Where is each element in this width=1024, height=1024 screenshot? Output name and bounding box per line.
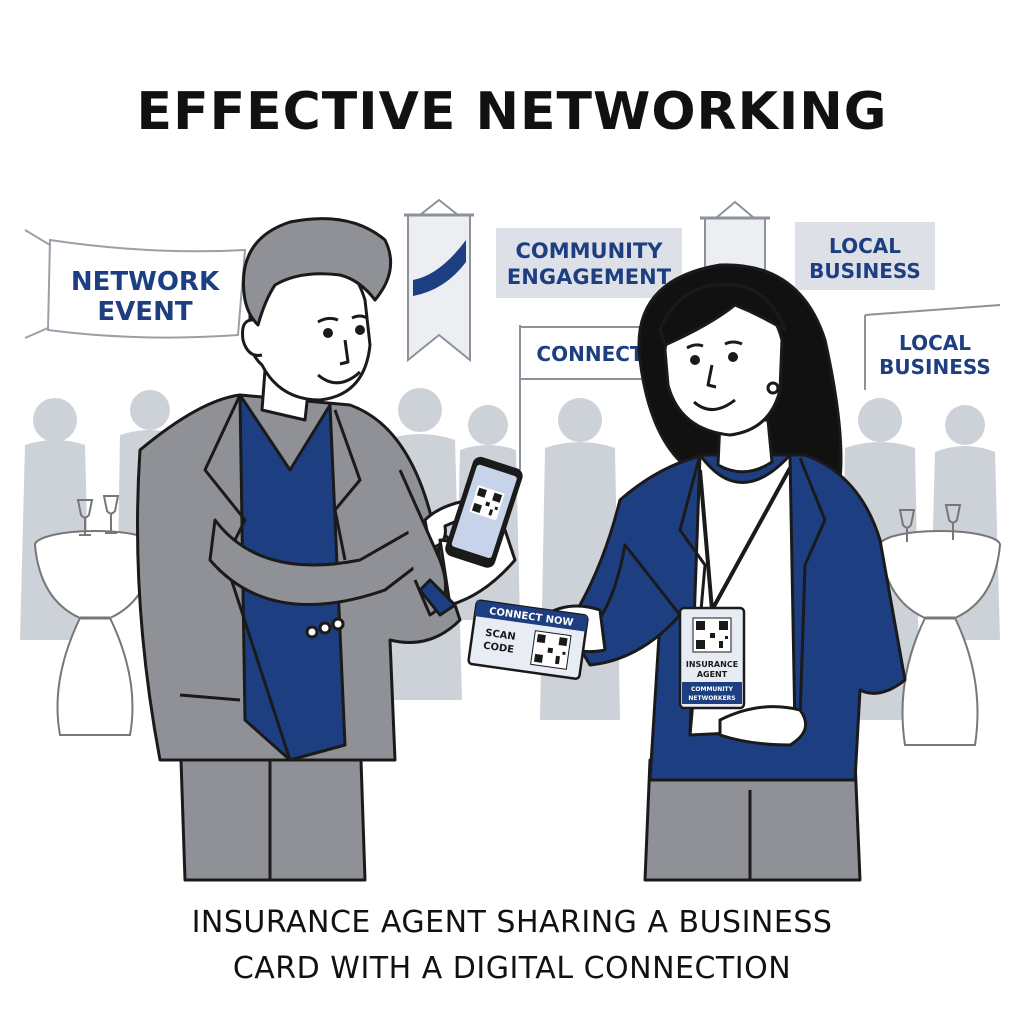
sign-community-line1: COMMUNITY bbox=[515, 239, 663, 263]
wine-glass-icon bbox=[76, 495, 120, 536]
sign-network-event-line2: EVENT bbox=[97, 297, 192, 327]
sign-connect-label: CONNECT bbox=[536, 342, 643, 366]
cocktail-table-left bbox=[34, 495, 156, 736]
sign-local-right-line1: LOCAL bbox=[899, 331, 971, 355]
qr-code-icon bbox=[692, 617, 732, 653]
business-card-scan-line2: CODE bbox=[482, 641, 514, 656]
badge-footer-line2: NETWORKERS bbox=[688, 695, 735, 702]
smartphone-icon bbox=[445, 456, 523, 568]
business-card-scan-line1: SCAN bbox=[484, 628, 516, 643]
qr-code-icon bbox=[530, 630, 572, 670]
sign-local-business-right: LOCAL BUSINESS bbox=[864, 304, 1001, 390]
sign-local-top-line1: LOCAL bbox=[829, 234, 901, 258]
sign-local-top-line2: BUSINESS bbox=[809, 259, 921, 283]
sign-local-right-line2: BUSINESS bbox=[879, 355, 991, 379]
business-card: CONNECT NOW SCAN CODE bbox=[467, 599, 589, 680]
pennant-flag bbox=[404, 198, 474, 363]
badge-role-line1: INSURANCE bbox=[686, 660, 738, 669]
cocktail-table-right bbox=[879, 504, 1001, 746]
id-badge: INSURANCE AGENT COMMUNITY NETWORKERS bbox=[678, 606, 746, 710]
banner-network-event: NETWORK EVENT bbox=[24, 229, 247, 339]
sign-network-event-line1: NETWORK bbox=[71, 267, 220, 297]
badge-role-line2: AGENT bbox=[697, 670, 728, 679]
badge-footer-line1: COMMUNITY bbox=[691, 686, 734, 693]
wine-glass-icon bbox=[898, 504, 962, 542]
sign-local-business-top: LOCAL BUSINESS bbox=[795, 222, 935, 290]
qr-code-icon bbox=[469, 485, 505, 521]
sign-community-line2: ENGAGEMENT bbox=[507, 265, 672, 289]
caption-line1: INSURANCE AGENT SHARING A BUSINESS bbox=[191, 905, 833, 940]
page-title: EFFECTIVE NETWORKING bbox=[136, 82, 888, 142]
sign-community-engagement: COMMUNITY ENGAGEMENT bbox=[496, 228, 682, 298]
caption-line2: CARD WITH A DIGITAL CONNECTION bbox=[232, 951, 792, 986]
caption: INSURANCE AGENT SHARING A BUSINESS CARD … bbox=[40, 900, 984, 992]
sign-connect: CONNECT bbox=[519, 325, 651, 470]
